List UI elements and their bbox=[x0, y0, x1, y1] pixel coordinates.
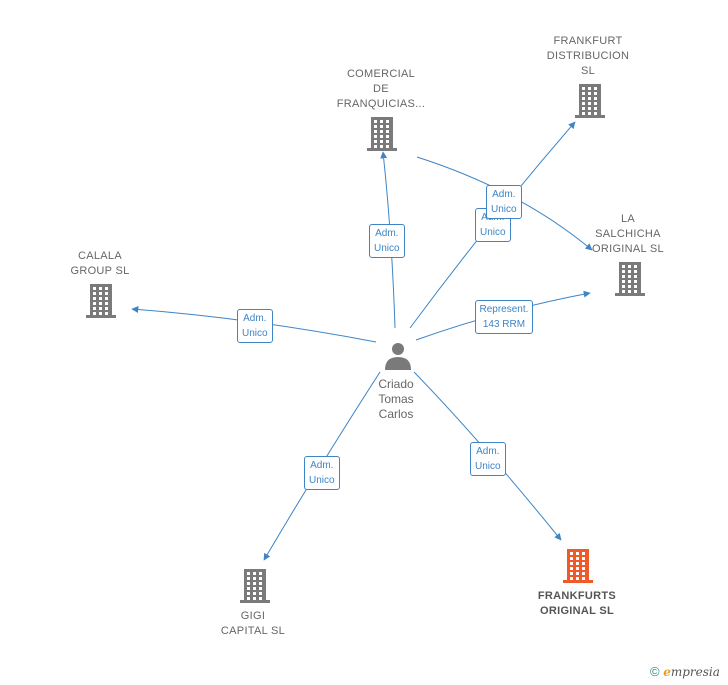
relation-label-calala[interactable]: Adm.Unico bbox=[237, 309, 273, 343]
building-icon-calala[interactable] bbox=[86, 284, 116, 318]
building-icon-frankfurts-original[interactable] bbox=[563, 549, 593, 583]
copyright-symbol: © bbox=[650, 664, 660, 679]
relation-label-la-salchicha[interactable]: Adm.Unico bbox=[486, 185, 522, 219]
building-icon-la-salchicha[interactable] bbox=[615, 262, 645, 296]
brand-logo[interactable]: empresia bbox=[663, 665, 720, 679]
building-icon-frankfurt-distribucion[interactable] bbox=[575, 84, 605, 118]
relation-label-frankfurts-original[interactable]: Adm.Unico bbox=[470, 442, 506, 476]
edges bbox=[131, 121, 593, 561]
person-name[interactable]: Criado Tomas Carlos bbox=[378, 377, 414, 421]
relation-label-gigi[interactable]: Adm.Unico bbox=[304, 456, 340, 490]
building-icon-gigi[interactable] bbox=[240, 569, 270, 603]
copyright: © empresia bbox=[650, 664, 720, 679]
person-icon[interactable] bbox=[385, 343, 411, 370]
relation-label-comercial[interactable]: Adm.Unico bbox=[369, 224, 405, 258]
icons bbox=[86, 84, 645, 603]
relation-label-la-salchicha[interactable]: Represent.143 RRM bbox=[474, 300, 534, 334]
building-icon-comercial[interactable] bbox=[367, 117, 397, 151]
